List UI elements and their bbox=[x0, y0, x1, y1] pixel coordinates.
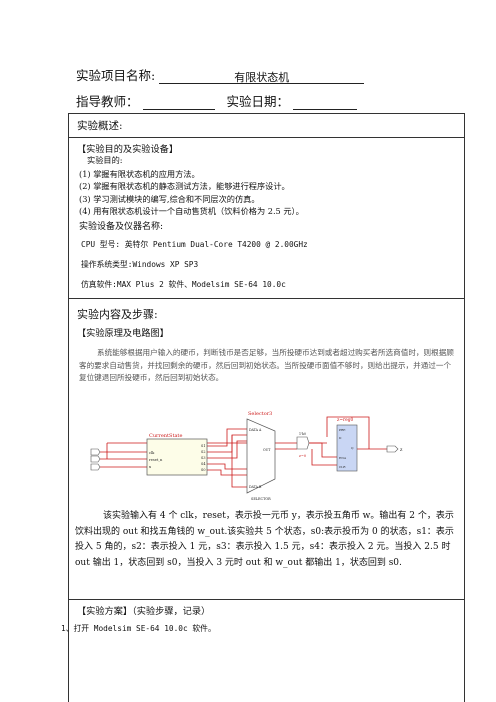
teacher-date-row: 指导教师： 实验日期： bbox=[76, 91, 357, 110]
step-1: 1、打开 Modelsim SE-64 10.0c 软件。 bbox=[61, 624, 216, 633]
wire-s0 bbox=[207, 469, 247, 476]
current-state-label: CurrentState bbox=[149, 433, 182, 439]
selector-data-b: DATA B bbox=[249, 485, 262, 489]
wires bbox=[99, 416, 387, 488]
wire-s3 bbox=[207, 440, 247, 459]
purpose-item-1: (1) 掌握有限状态机的应用方法。 bbox=[79, 169, 200, 179]
overview-body-cell: 【实验目的及实验设备】 实验目的: (1) 掌握有限状态机的应用方法。 (2) … bbox=[68, 137, 465, 298]
content-cell: 实验内容及步骤: 【实验原理及电路图】 系统能够根据用户输入的硬币，判断钱币是否… bbox=[68, 298, 465, 599]
circuit-diagram: clk reset_n x CurrentState clk reset_n x… bbox=[90, 411, 403, 501]
state-port-s2: S2 bbox=[201, 450, 205, 454]
principle-paragraph: 系统能够根据用户输入的硬币，判断钱币是否足够，当所投硬币达到或者超过购买者所选商… bbox=[79, 348, 454, 383]
overview-heading-cell: 实验概述: bbox=[68, 113, 465, 137]
selector-label: Selector3 bbox=[248, 411, 272, 417]
project-name-row: 实验项目名称: 有限状态机 bbox=[76, 65, 365, 84]
equipment-label: 实验设备及仪器名称: bbox=[79, 222, 164, 232]
selector-bottom: SELECTOR bbox=[251, 497, 271, 501]
wire-feedback bbox=[326, 416, 370, 449]
reg-port-pre: PRE bbox=[339, 428, 345, 432]
plan-title: 【实验方案】（实验步骤，记录） bbox=[77, 606, 211, 617]
section1-title: 【实验目的及实验设备】 bbox=[77, 144, 179, 155]
reg-label: z~reg0 bbox=[337, 418, 353, 423]
wire-eq-down bbox=[311, 449, 337, 466]
selector-out: OUT bbox=[263, 448, 271, 452]
wire-clk-to-reg bbox=[106, 442, 337, 459]
state-port-clk: clk bbox=[149, 451, 155, 455]
reg-block bbox=[336, 424, 358, 472]
selector-data-a: DATA A bbox=[249, 428, 262, 432]
plan-cell: 【实验方案】（实验步骤，记录） 1、打开 Modelsim SE-64 10.0… bbox=[61, 599, 465, 702]
state-port-reset: reset_n bbox=[149, 458, 163, 462]
os-line: 操作系统类型:Windows XP SP3 bbox=[81, 260, 199, 269]
purpose-item-3: (3) 学习测试模块的编写,综合和不同层次的仿真。 bbox=[79, 194, 260, 204]
teacher-label: 指导教师： bbox=[76, 94, 139, 109]
project-name-label: 实验项目名称: bbox=[76, 68, 156, 83]
current-state-block bbox=[146, 438, 208, 476]
output-label-z: z bbox=[400, 448, 403, 453]
reg-port-clr: CLR bbox=[339, 465, 346, 469]
selector-block bbox=[246, 418, 276, 494]
purpose-item-2: (2) 掌握有限状态机的静态测试方法，能够进行程序设计。 bbox=[79, 181, 290, 191]
sim-line: 仿真软件:MAX Plus 2 软件、Modelsim SE-64 10.0c bbox=[81, 280, 286, 289]
purpose-item-4: (4) 用有限状态机设计一个自动售货机（饮料价格为 2.5 元）。 bbox=[79, 206, 304, 216]
state-port-s4: S4 bbox=[201, 462, 205, 466]
eq-label: 1'h0 bbox=[299, 432, 306, 436]
state-port-s1: S1 bbox=[201, 444, 205, 448]
reg-port-ena: ENA bbox=[339, 456, 347, 460]
teacher-value bbox=[142, 95, 215, 110]
state-port-s3: S3 bbox=[201, 456, 205, 460]
overview-heading: 实验概述: bbox=[77, 120, 123, 132]
date-value bbox=[292, 95, 357, 110]
input-port-clk bbox=[90, 448, 101, 456]
purpose-label: 实验目的: bbox=[87, 155, 123, 165]
cpu-line: CPU 型号: 英特尔 Pentium Dual-Core T4200 @ 2.… bbox=[81, 240, 308, 249]
reg-port-q: Q bbox=[351, 446, 354, 450]
eq-block bbox=[296, 436, 310, 450]
date-label: 实验日期： bbox=[226, 94, 289, 109]
state-port-s0: S0 bbox=[201, 468, 205, 472]
content-heading: 实验内容及步骤: bbox=[77, 308, 158, 321]
io-paragraph: 该实验输入有 4 个 clk，reset，表示投一元币 y，表示投五角币 w。输… bbox=[75, 511, 454, 568]
wire-s4 bbox=[207, 463, 247, 470]
principle-title: 【实验原理及电路图】 bbox=[77, 328, 169, 339]
eq-bottom-label: z~0 bbox=[299, 454, 307, 458]
output-port-z bbox=[386, 445, 399, 453]
project-name-value: 有限状态机 bbox=[159, 69, 365, 84]
reg-port-d: D bbox=[339, 436, 342, 440]
wire-data-b bbox=[231, 435, 247, 488]
input-port-reset bbox=[90, 455, 101, 463]
input-port-x bbox=[90, 463, 101, 471]
wire-s1 bbox=[207, 428, 247, 447]
state-port-x: x bbox=[149, 465, 151, 469]
